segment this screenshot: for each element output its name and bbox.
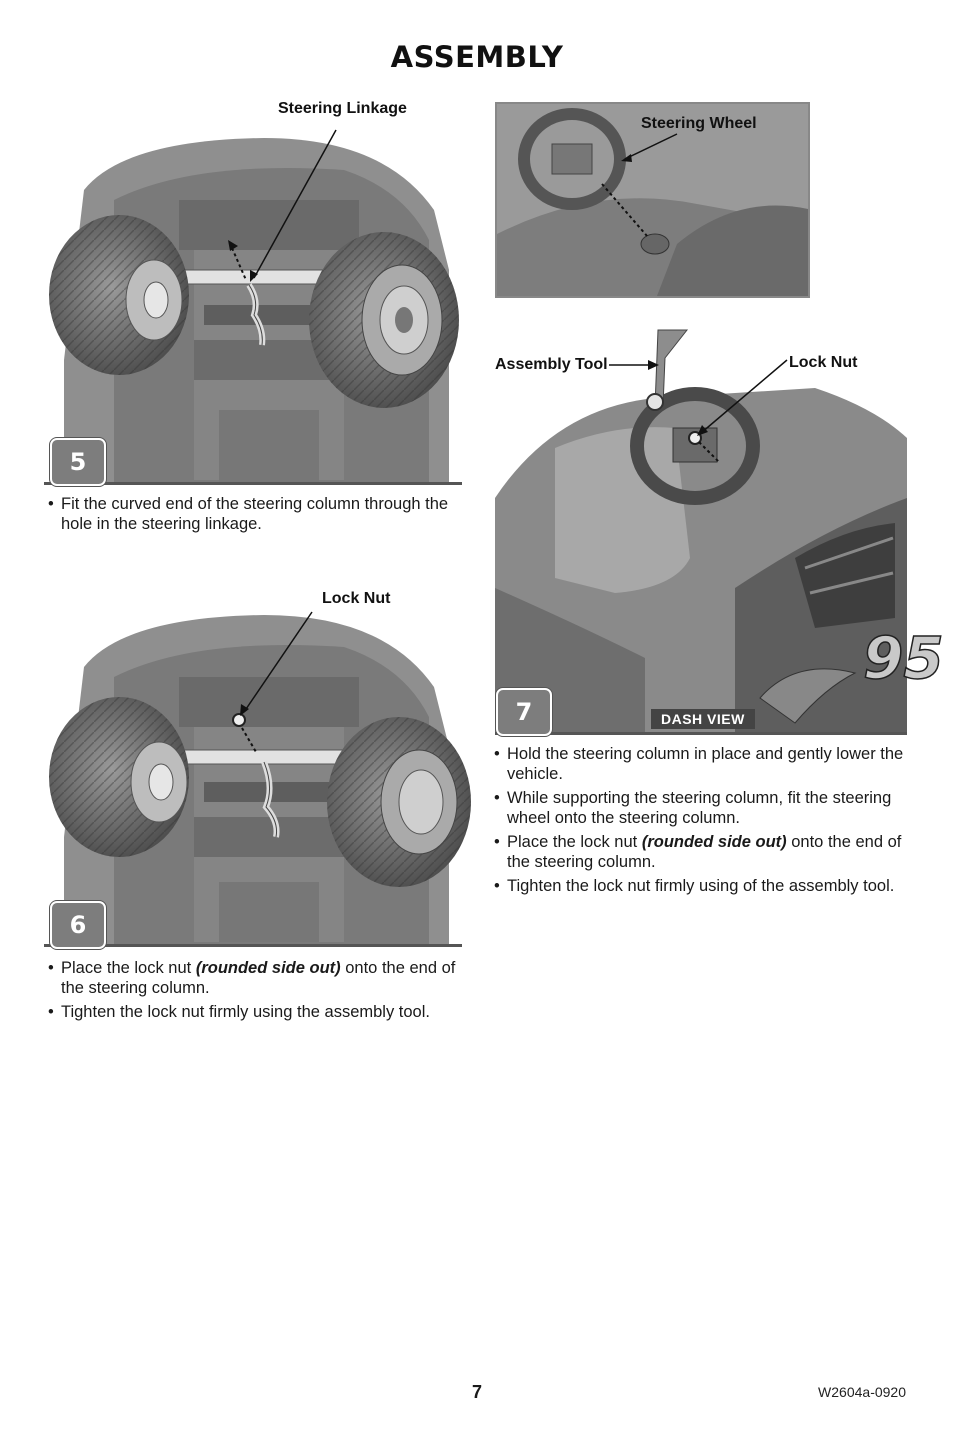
step7-bullet-3: Place the lock nut (rounded side out) on…	[494, 832, 906, 872]
steering-linkage-label: Steering Linkage	[278, 100, 407, 117]
step6-bullet-2: Tighten the lock nut firmly using the as…	[48, 1002, 460, 1022]
step7-illustration: 95	[495, 328, 944, 736]
step-5-badge: 5	[50, 438, 106, 486]
step-7-badge: 7	[496, 688, 552, 736]
page-title: ASSEMBLY	[390, 40, 564, 74]
step7-instructions: Hold the steering column in place and ge…	[494, 744, 906, 900]
lock-nut-label-step7: Lock Nut	[789, 354, 858, 371]
step5-illustration	[44, 129, 462, 485]
step6-instructions: Place the lock nut (rounded side out) on…	[48, 958, 460, 1026]
steering-wheel-label: Steering Wheel	[641, 115, 757, 132]
step6-bullet-1: Place the lock nut (rounded side out) on…	[48, 958, 460, 998]
step5-instructions: Fit the curved end of the steering colum…	[48, 494, 460, 538]
rounded-side-out-emphasis: (rounded side out)	[195, 959, 341, 977]
step-6-badge: 6	[50, 901, 106, 949]
dash-view-tag: DASH VIEW	[651, 709, 755, 729]
step7-bullet-4: Tighten the lock nut firmly using of the…	[494, 876, 906, 896]
steering-wheel-inset	[495, 102, 810, 298]
step6-illustration	[44, 611, 471, 947]
step7-bullet-1: Hold the steering column in place and ge…	[494, 744, 906, 784]
car-number-95: 95	[863, 624, 944, 692]
assembly-tool-label: Assembly Tool	[495, 356, 608, 373]
step5-bullet-1: Fit the curved end of the steering colum…	[48, 494, 460, 534]
lock-nut-label-step6: Lock Nut	[322, 590, 391, 607]
page-number: 7	[471, 1382, 482, 1402]
step7-bullet-2: While supporting the steering column, fi…	[494, 788, 906, 828]
document-code: W2604a-0920	[818, 1384, 906, 1400]
rounded-side-out-emphasis: (rounded side out)	[641, 833, 787, 851]
